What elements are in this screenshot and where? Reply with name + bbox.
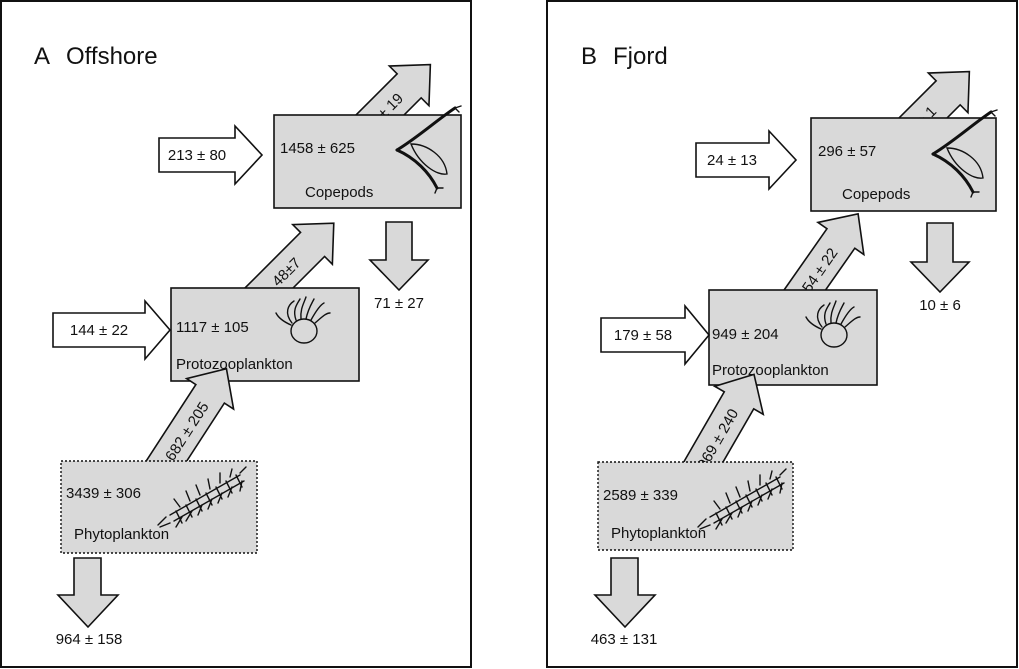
panel-b-copepods-value: 296 ± 57 xyxy=(818,143,876,160)
panel-b-phytoplankton-value: 2589 ± 339 xyxy=(603,487,678,504)
panel-b-copepod-input-value: 24 ± 13 xyxy=(707,152,757,169)
panel-a-letter: A xyxy=(34,43,50,70)
panel-b-letter: B xyxy=(581,43,597,70)
panel-a-protozoo-input-value: 144 ± 22 xyxy=(70,322,128,339)
panel-b: B Fjord 4 ± 1 296 ± 57 Copepods 24 ± 13 … xyxy=(547,1,1017,667)
panel-a-copepod-loss-value: 71 ± 27 xyxy=(374,295,424,312)
panel-b-protozooplankton-value: 949 ± 204 xyxy=(712,326,779,343)
panel-b-phytoplankton-label: Phytoplankton xyxy=(611,525,706,542)
panel-b-protozoo-input-value: 179 ± 58 xyxy=(614,327,672,344)
panel-b-copepod-loss-value: 10 ± 6 xyxy=(919,297,961,314)
panel-a-phytoplankton-label: Phytoplankton xyxy=(74,526,169,543)
panel-a-copepods-value: 1458 ± 625 xyxy=(280,140,355,157)
panel-a-copepod-input-value: 213 ± 80 xyxy=(168,147,226,164)
panel-a-protozooplankton-label: Protozooplankton xyxy=(176,356,293,373)
panel-b-protozooplankton-label: Protozooplankton xyxy=(712,362,829,379)
panel-a-title: Offshore xyxy=(66,43,158,70)
panel-b-copepods-label: Copepods xyxy=(842,186,910,203)
panel-a-phytoplankton-value: 3439 ± 306 xyxy=(66,485,141,502)
panel-a: A Offshore 43 ± 19 1458 ± 625 Copepods 2… xyxy=(1,1,471,667)
panel-a-phyto-loss-value: 964 ± 158 xyxy=(56,631,123,648)
panel-a-protozooplankton-value: 1117 ± 105 xyxy=(176,319,249,336)
panel-a-copepods-label: Copepods xyxy=(305,184,373,201)
panel-b-title: Fjord xyxy=(613,43,668,70)
panel-b-phyto-loss-value: 463 ± 131 xyxy=(591,631,658,648)
